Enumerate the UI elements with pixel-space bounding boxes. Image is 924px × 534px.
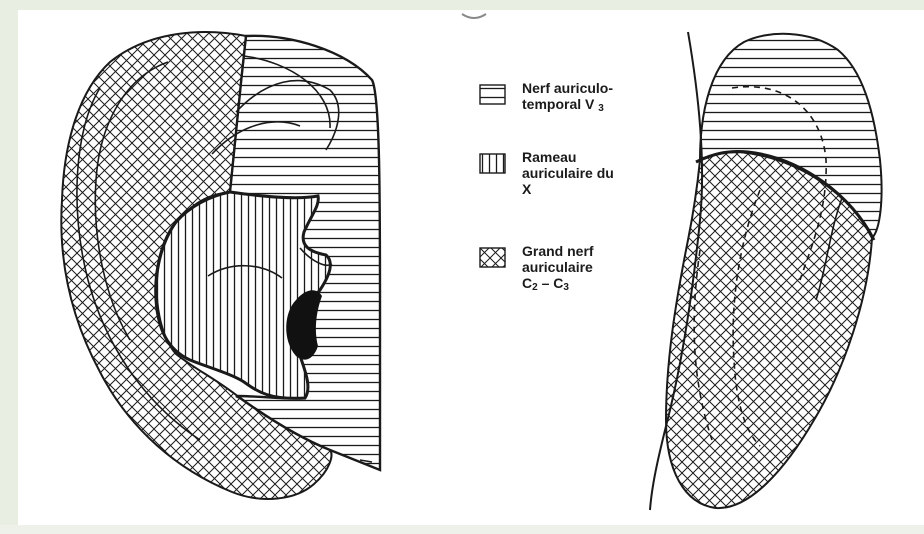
legend-label-rameau-x: Rameau auriculaire du X: [522, 149, 614, 197]
right-ear-posterior-view: [650, 32, 882, 510]
top-mark: [462, 14, 486, 18]
left-ear-lateral-view: [61, 32, 380, 499]
legend-item-rameau-x: Rameau auriculaire du X: [479, 149, 614, 197]
legend-swatch-horizontal-lines-icon: [479, 84, 506, 105]
legend-swatch-vertical-lines-icon: [479, 153, 506, 174]
legend-swatch-cross-hatch-icon: [479, 247, 506, 268]
legend-item-grand-nerf: Grand nerf auriculaire C2 – C3: [479, 243, 594, 291]
legend-label-grand-nerf: Grand nerf auriculaire C2 – C3: [522, 243, 594, 291]
right-ear-region-grand-nerf: [666, 152, 872, 508]
legend-label-auriculo-temporal: Nerf auriculo- temporal V 3: [522, 80, 613, 112]
legend-item-auriculo-temporal: Nerf auriculo- temporal V 3: [479, 80, 613, 112]
